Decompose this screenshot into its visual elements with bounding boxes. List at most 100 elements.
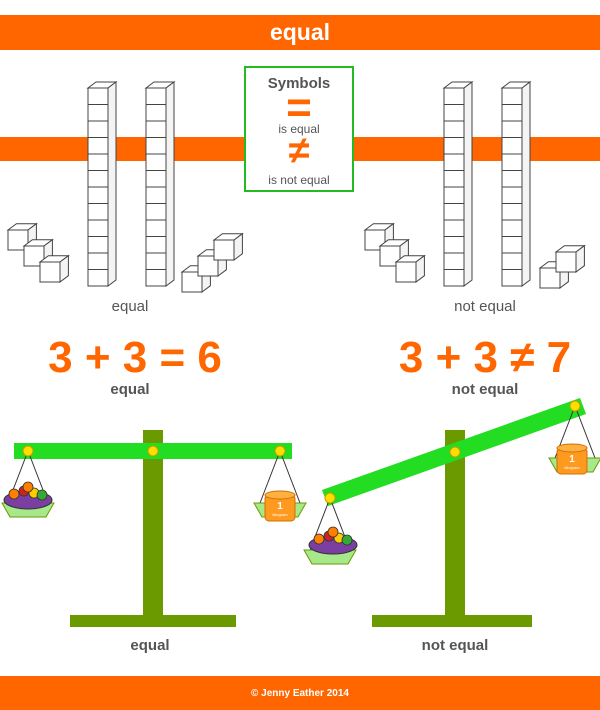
scale-post [445, 430, 465, 620]
tower-cell [501, 252, 523, 270]
cube-front [39, 261, 61, 283]
tower-cell [443, 120, 465, 138]
fruit [327, 526, 339, 538]
kilogram-weight-unit: kilogram [564, 465, 580, 470]
tower-cell [443, 269, 465, 287]
cube-front [181, 271, 203, 293]
copyright-text: © Jenny Eather 2014 [251, 687, 349, 699]
cube-front [23, 245, 45, 267]
equal-sign: = [286, 83, 312, 132]
tower-cell [145, 203, 167, 221]
pan-string [259, 450, 281, 504]
symbols-heading: Symbols [267, 75, 331, 92]
tower-cell [443, 219, 465, 237]
equation-right: 3 + 3 ≠ 7 [398, 333, 572, 382]
tower-cell [87, 219, 109, 237]
scale-right-caption: not equal [421, 637, 489, 654]
tower-cell [501, 170, 523, 188]
tower-cell [145, 219, 167, 237]
fruit [8, 488, 20, 500]
scale-left-caption: equal [130, 637, 170, 654]
equation-left-caption: equal [110, 381, 150, 398]
scale-post [143, 430, 163, 620]
orange-stripe-right [354, 137, 600, 161]
tower-cell [87, 120, 109, 138]
kilogram-weight-top [556, 443, 588, 453]
tower-cell [145, 153, 167, 171]
tower-cell [145, 186, 167, 204]
scale-base [372, 615, 532, 627]
tower-cell [145, 252, 167, 270]
not-equal-sign: ≠ [288, 130, 310, 172]
tower-cell [443, 153, 465, 171]
tower-cell [443, 137, 465, 155]
tower-cell [145, 170, 167, 188]
tower-cell [145, 87, 167, 105]
cube-front [539, 267, 561, 289]
footer-bar: © Jenny Eather 2014 [0, 676, 600, 710]
tower-side [463, 81, 473, 287]
kilogram-weight-unit: kilogram [272, 512, 288, 517]
pivot-dot [569, 400, 581, 412]
cube-front [213, 239, 235, 261]
pan-string [574, 405, 596, 459]
tower-cell [145, 236, 167, 254]
tower-cell [443, 203, 465, 221]
tower-cell [87, 269, 109, 287]
cube-front [395, 261, 417, 283]
pivot-dot [22, 445, 34, 457]
tower-cell [443, 186, 465, 204]
tower-cell [443, 104, 465, 122]
tower-cell [443, 87, 465, 105]
tower-cell [501, 219, 523, 237]
not-equal-label: is not equal [268, 173, 330, 187]
page-title: equal [269, 19, 331, 45]
tower-cell [501, 137, 523, 155]
pivot-dot [324, 492, 336, 504]
fruit [341, 534, 353, 546]
tower-cell [443, 170, 465, 188]
symbols-box: Symbols = is equal ≠ is not equal [244, 66, 354, 192]
equation-right-caption: not equal [451, 381, 519, 398]
tower-cell [87, 186, 109, 204]
tower-right-2 [500, 81, 532, 287]
tower-cell [87, 137, 109, 155]
blocks-left-caption: equal [111, 298, 149, 315]
fruit [22, 481, 34, 493]
scale-base [70, 615, 236, 627]
pivot-dot [147, 445, 159, 457]
tower-cell [87, 87, 109, 105]
tower-left-1 [86, 81, 118, 287]
tower-cell [145, 269, 167, 287]
cube-group-left-d [180, 232, 244, 293]
fruit [36, 489, 48, 501]
fruit [313, 533, 325, 545]
tower-cell [501, 236, 523, 254]
cube-group-right-a [363, 222, 426, 283]
tower-cell [87, 153, 109, 171]
cube-group-right-b [538, 244, 586, 289]
kilogram-weight-top [264, 490, 296, 500]
tower-cell [87, 236, 109, 254]
tower-side [107, 81, 117, 287]
tower-cell [501, 186, 523, 204]
orange-stripe-left [0, 137, 244, 161]
pivot-dot [274, 445, 286, 457]
cube-group-left-a [6, 222, 70, 283]
tower-cell [87, 203, 109, 221]
tower-cell [501, 104, 523, 122]
cube-front [364, 229, 386, 251]
tower-cell [501, 153, 523, 171]
equation-left: 3 + 3 = 6 [48, 333, 222, 382]
tower-cell [501, 203, 523, 221]
tower-cell [87, 170, 109, 188]
equal-label: is equal [278, 122, 320, 136]
tower-cell [443, 236, 465, 254]
title-bar: equal [0, 15, 600, 50]
tower-left-2 [144, 81, 176, 287]
kilogram-weight-label: 1 [569, 454, 575, 465]
tower-side [521, 81, 531, 287]
